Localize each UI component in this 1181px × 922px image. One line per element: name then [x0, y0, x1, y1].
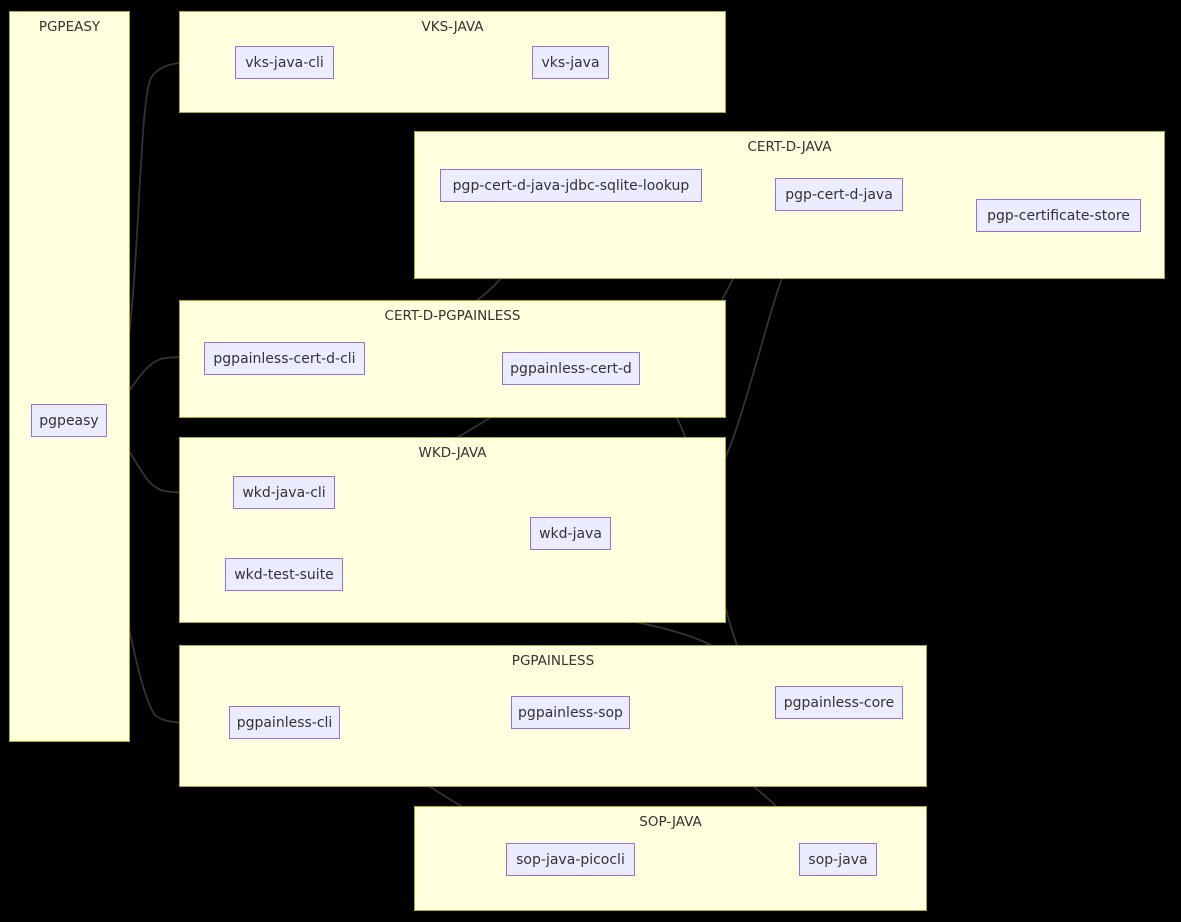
node-label-pgpainless-cert-d: pgpainless-cert-d — [510, 360, 632, 377]
cluster-title-pgpeasy: PGPEASY — [38, 19, 101, 35]
cluster-title-cert-d-pgpainless: CERT-D-PGPAINLESS — [384, 308, 521, 324]
node-sop-java-picocli[interactable]: sop-java-picocli — [506, 843, 635, 876]
node-wkd-java-cli[interactable]: wkd-java-cli — [233, 476, 335, 509]
cluster-title-pgpainless: PGPAINLESS — [511, 653, 595, 669]
node-label-pgp-certificate-store: pgp-certificate-store — [987, 207, 1130, 224]
node-pgpainless-cli[interactable]: pgpainless-cli — [229, 706, 340, 739]
node-label-pgpainless-cli: pgpainless-cli — [236, 714, 333, 731]
node-label-vks-java-cli: vks-java-cli — [245, 54, 324, 71]
node-label-sop-java: sop-java — [808, 851, 868, 868]
node-wkd-java[interactable]: wkd-java — [530, 517, 611, 550]
cluster-title-wkd-java: WKD-JAVA — [418, 445, 487, 461]
node-pgpainless-core[interactable]: pgpainless-core — [775, 686, 903, 719]
node-label-wkd-java-cli: wkd-java-cli — [242, 484, 326, 501]
cluster-title-sop-java: SOP-JAVA — [639, 814, 702, 830]
node-label-wkd-java: wkd-java — [539, 525, 602, 542]
node-sop-java[interactable]: sop-java — [799, 843, 877, 876]
node-label-sop-java-picocli: sop-java-picocli — [516, 851, 625, 868]
node-pgpeasy[interactable]: pgpeasy — [31, 404, 107, 437]
node-label-pgpainless-sop: pgpainless-sop — [518, 704, 623, 721]
node-label-pgpainless-core: pgpainless-core — [783, 694, 895, 711]
cluster-pgpeasy: PGPEASY — [9, 11, 130, 742]
node-pgpainless-cert-d-cli[interactable]: pgpainless-cert-d-cli — [204, 342, 365, 375]
node-label-wkd-test-suite: wkd-test-suite — [234, 566, 334, 583]
node-pgp-cert-d-java-jdbc-sqlite-lookup[interactable]: pgp-cert-d-java-jdbc-sqlite-lookup — [440, 169, 702, 202]
node-label-pgp-cert-d-java-jdbc-sqlite-lookup: pgp-cert-d-java-jdbc-sqlite-lookup — [452, 177, 690, 194]
node-pgp-certificate-store[interactable]: pgp-certificate-store — [976, 199, 1141, 232]
node-vks-java[interactable]: vks-java — [532, 46, 609, 79]
cluster-wkd-java: WKD-JAVA — [179, 437, 726, 623]
node-label-pgpainless-cert-d-cli: pgpainless-cert-d-cli — [213, 350, 356, 367]
node-vks-java-cli[interactable]: vks-java-cli — [235, 46, 334, 79]
node-pgp-cert-d-java[interactable]: pgp-cert-d-java — [775, 178, 903, 211]
node-label-pgpeasy: pgpeasy — [39, 412, 99, 429]
node-label-pgp-cert-d-java: pgp-cert-d-java — [785, 186, 893, 203]
cluster-title-vks-java: VKS-JAVA — [421, 19, 484, 35]
node-pgpainless-sop[interactable]: pgpainless-sop — [511, 696, 630, 729]
node-wkd-test-suite[interactable]: wkd-test-suite — [225, 558, 343, 591]
node-pgpainless-cert-d[interactable]: pgpainless-cert-d — [502, 352, 640, 385]
cluster-title-cert-d-java: CERT-D-JAVA — [747, 139, 832, 155]
node-label-vks-java: vks-java — [541, 54, 600, 71]
